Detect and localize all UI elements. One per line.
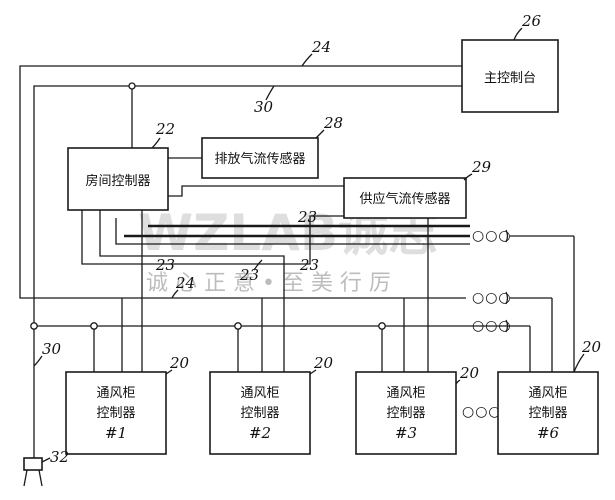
- fume-hood-controller-6: 通风柜 控制器 #6: [497, 371, 599, 455]
- fume-hood-controller-2: 通风柜 控制器 #2: [209, 371, 311, 455]
- ctrl6-line2: 控制器: [528, 406, 567, 421]
- supply-sensor-label: 供应气流传感器: [359, 191, 450, 207]
- junction-dot: [378, 322, 386, 330]
- main-console-label: 主控制台: [484, 71, 536, 86]
- ctrl1-line2: 控制器: [96, 406, 135, 421]
- ctrl2-line2: 控制器: [240, 406, 279, 421]
- ctrl1-line3: #1: [105, 424, 127, 442]
- ctrl6-line1: 通风柜: [528, 386, 567, 401]
- room-controller-box: 房间控制器: [67, 147, 169, 211]
- supply-sensor-box: 供应气流传感器: [343, 177, 467, 219]
- ref-29: 29: [471, 158, 492, 176]
- ref-20-ctrl1: 20: [169, 354, 190, 372]
- ctrl2-line3: #2: [249, 424, 271, 442]
- bus-wires: [19, 65, 575, 458]
- junctions: [30, 82, 386, 330]
- ref-23-d: 23: [299, 256, 319, 274]
- junction-dot: [128, 82, 136, 90]
- ref-30-left: 30: [42, 340, 62, 358]
- junction-dot: [90, 322, 98, 330]
- ellipsis-line-c: ○○○: [472, 318, 512, 334]
- junction-dot: [30, 322, 38, 330]
- exhaust-sensor-box: 排放气流传感器: [201, 137, 319, 179]
- ellipsis-controllers: ○○○: [462, 404, 502, 420]
- terminal-symbol: [23, 457, 43, 487]
- room-controller-label: 房间控制器: [85, 173, 150, 189]
- ref-23-c: 23: [239, 266, 259, 284]
- ellipsis-line-a: ○○○: [472, 228, 512, 244]
- ctrl3-line1: 通风柜: [386, 386, 425, 401]
- main-console-box: 主控制台: [461, 39, 559, 113]
- ctrl6-line3: #6: [537, 424, 560, 442]
- ref-24-mid: 24: [175, 274, 195, 292]
- ellipsis-line-b: ○○○: [472, 290, 512, 306]
- ref-30-loop: 30: [254, 98, 274, 116]
- watermark-slogan: 诚 心 正 意 • 至 美 行 厉: [146, 271, 391, 296]
- ref-23-a: 23: [297, 208, 317, 226]
- ref-26: 26: [521, 12, 542, 30]
- ref-28: 28: [323, 114, 343, 132]
- fume-hood-controller-3: 通风柜 控制器 #3: [355, 371, 457, 455]
- ref-20-ctrl2: 20: [313, 354, 334, 372]
- exhaust-sensor-label: 排放气流传感器: [214, 151, 305, 167]
- ctrl2-line1: 通风柜: [240, 386, 279, 401]
- ref-32: 32: [50, 448, 69, 466]
- ref-20-ctrl3: 20: [459, 364, 480, 382]
- fume-hood-controller-1: 通风柜 控制器 #1: [65, 371, 167, 455]
- ref-24-top: 24: [311, 38, 331, 56]
- ctrl3-line2: 控制器: [386, 406, 425, 421]
- break-marks: [505, 229, 509, 333]
- ref-23-b: 23: [155, 256, 175, 274]
- ref-22: 22: [155, 120, 175, 138]
- ref-20-ctrl6: 20: [581, 338, 602, 356]
- junction-dot: [234, 322, 242, 330]
- ctrl3-line3: #3: [395, 424, 417, 442]
- ctrl1-line1: 通风柜: [96, 386, 135, 401]
- reference-numerals: 26 24 30 22 28 29 23 23 23 23 24 30 20 2…: [33, 12, 602, 466]
